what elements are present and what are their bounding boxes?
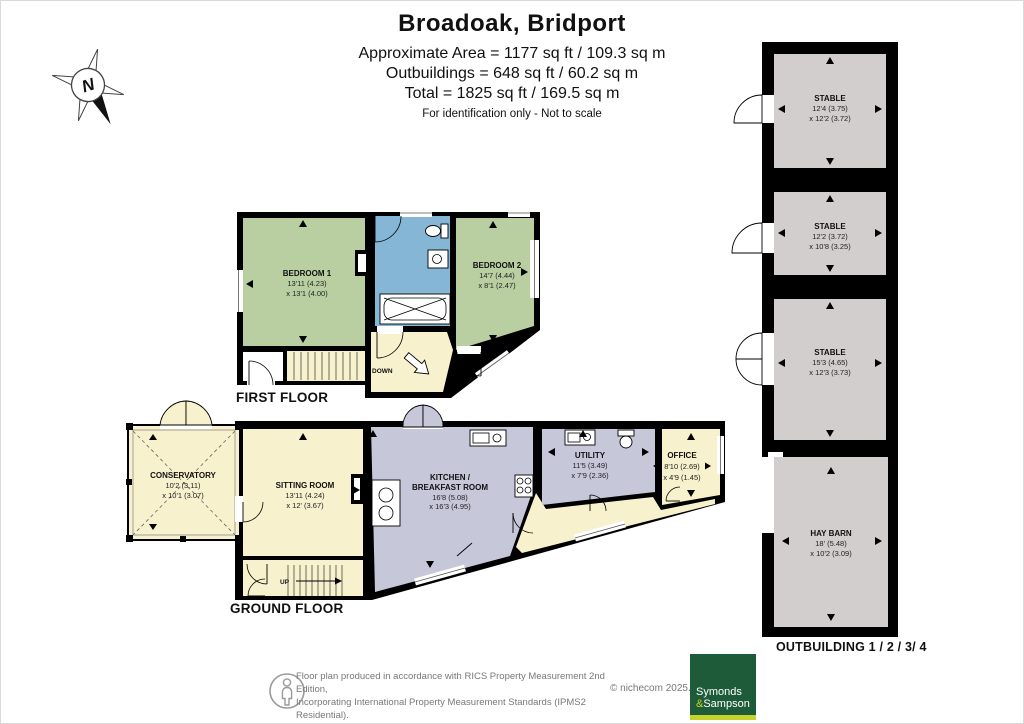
- outbuildings-label: OUTBUILDING 1 / 2 / 3/ 4: [776, 640, 927, 654]
- svg-text:STABLE: STABLE: [814, 222, 846, 231]
- svg-text:x 12'2 (3.72): x 12'2 (3.72): [809, 114, 851, 123]
- office-room: [662, 429, 720, 505]
- logo-line-2: &Sampson: [696, 697, 756, 711]
- svg-text:13'11 (4.23): 13'11 (4.23): [287, 279, 327, 288]
- stairs-up: [287, 565, 343, 596]
- logo-ampersand: &: [696, 697, 704, 710]
- up-label: UP: [280, 579, 290, 586]
- footer-line-2: Incorporating International Property Mea…: [296, 697, 586, 721]
- property-title: Broadoak, Bridport: [398, 10, 626, 37]
- room-label-sitting: SITTING ROOM 13'11 (4.24) x 12' (3.67): [276, 481, 335, 510]
- room-label-office: OFFICE 8'10 (2.69) x 4'9 (1.45): [663, 451, 701, 482]
- ground-hall: [243, 560, 363, 596]
- svg-text:BEDROOM 2: BEDROOM 2: [473, 261, 522, 270]
- room-label-utility: UTILITY 11'5 (3.49) x 7'9 (2.36): [571, 451, 609, 480]
- first-floor-label: FIRST FLOOR: [236, 390, 329, 405]
- first-floor-plan: DOWN BEDROOM 1 13'11 (4.23) x 13'1 (4.00…: [234, 209, 540, 398]
- svg-text:x 16'3 (4.95): x 16'3 (4.95): [429, 502, 471, 511]
- svg-text:STABLE: STABLE: [814, 348, 846, 357]
- svg-text:13'11 (4.24): 13'11 (4.24): [285, 491, 325, 500]
- svg-text:SITTING ROOM: SITTING ROOM: [276, 481, 335, 490]
- corridor: [516, 493, 715, 553]
- kitchen-fixtures: [371, 429, 534, 527]
- svg-text:BEDROOM 1: BEDROOM 1: [283, 269, 332, 278]
- footer-disclaimer: Floor plan produced in accordance with R…: [296, 670, 626, 724]
- approx-area-line: Approximate Area = 1177 sq ft / 109.3 sq…: [358, 45, 666, 62]
- svg-text:x 4'9 (1.45): x 4'9 (1.45): [663, 473, 701, 482]
- stable-1: STABLE 12'4 (3.75) x 12'2 (3.72): [733, 42, 898, 180]
- footer-line-1: Floor plan produced in accordance with R…: [296, 671, 605, 695]
- utility-fixtures: [564, 429, 635, 449]
- conservatory-room: [126, 400, 242, 542]
- disclaimer-note: For identification only - Not to scale: [422, 108, 602, 120]
- svg-text:15'3 (4.65): 15'3 (4.65): [812, 358, 848, 367]
- room-label-conservatory: CONSERVATORY 10'2 (3.11) x 10'1 (3.07): [150, 471, 216, 500]
- svg-text:x 10'1 (3.07): x 10'1 (3.07): [162, 491, 204, 500]
- svg-text:STABLE: STABLE: [814, 94, 846, 103]
- room-label-bedroom1: BEDROOM 1 13'11 (4.23) x 13'1 (4.00): [283, 269, 332, 298]
- ground-wall-arrows: [149, 430, 711, 568]
- kitchen-room: [371, 427, 533, 592]
- logo-accent-bar: [690, 715, 756, 720]
- svg-text:x 8'1 (2.47): x 8'1 (2.47): [478, 281, 516, 290]
- svg-text:14'7 (4.44): 14'7 (4.44): [479, 271, 515, 280]
- hay-barn: HAY BARN 18' (5.48) x 10'2 (3.09): [762, 447, 898, 637]
- outbuildings-area-line: Outbuildings = 648 sq ft / 60.2 sq m: [385, 65, 639, 82]
- outbuildings-plan: STABLE 12'4 (3.75) x 12'2 (3.72) STABLE …: [731, 42, 898, 637]
- svg-text:x 7'9 (2.36): x 7'9 (2.36): [571, 471, 609, 480]
- person-scale-icon: [269, 673, 305, 709]
- stairs-arrow: [403, 352, 430, 375]
- room-label-bedroom2: BEDROOM 2 14'7 (4.44) x 8'1 (2.47): [473, 261, 522, 290]
- doors: [247, 215, 482, 389]
- svg-text:12'2 (3.72): 12'2 (3.72): [812, 232, 848, 241]
- down-label: DOWN: [372, 368, 393, 375]
- svg-text:BREAKFAST ROOM: BREAKFAST ROOM: [412, 483, 488, 492]
- ground-floor-plan: UP: [126, 400, 725, 600]
- wall-arrows: [246, 220, 528, 343]
- symonds-sampson-logo: Symonds &Sampson: [690, 654, 756, 720]
- header: Broadoak, Bridport Approximate Area = 11…: [0, 10, 1024, 120]
- svg-text:x 12'3 (3.73): x 12'3 (3.73): [809, 368, 851, 377]
- svg-text:x 13'1 (4.00): x 13'1 (4.00): [286, 289, 328, 298]
- kitchen-garden-doors: [402, 404, 444, 429]
- bedroom-1-room: [243, 218, 365, 346]
- svg-text:18' (5.48): 18' (5.48): [815, 539, 847, 548]
- svg-text:12'4 (3.75): 12'4 (3.75): [812, 104, 848, 113]
- windows: [234, 209, 539, 379]
- svg-text:KITCHEN /: KITCHEN /: [430, 473, 471, 482]
- svg-text:HAY BARN: HAY BARN: [810, 529, 852, 538]
- svg-text:x 12' (3.67): x 12' (3.67): [286, 501, 324, 510]
- svg-text:8'10 (2.69): 8'10 (2.69): [664, 462, 700, 471]
- stairs-down: [287, 351, 365, 381]
- copyright-text: © nichecom 2025.: [610, 683, 691, 694]
- svg-text:UTILITY: UTILITY: [575, 451, 606, 460]
- svg-text:OFFICE: OFFICE: [667, 451, 697, 460]
- bathroom-fixtures: [379, 223, 451, 325]
- svg-text:16'8 (5.08): 16'8 (5.08): [432, 493, 468, 502]
- bedroom-2-room: [456, 218, 534, 350]
- ground-floor-label: GROUND FLOOR: [230, 601, 344, 616]
- stable-3: STABLE 15'3 (4.65) x 12'3 (3.73): [735, 287, 898, 452]
- svg-text:10'2 (3.11): 10'2 (3.11): [165, 481, 201, 490]
- stable-2: STABLE 12'2 (3.72) x 10'8 (3.25): [731, 180, 898, 287]
- svg-text:x 10'8 (3.25): x 10'8 (3.25): [809, 242, 851, 251]
- total-area-line: Total = 1825 sq ft / 169.5 sq m: [404, 85, 620, 102]
- sitting-room: [243, 429, 363, 556]
- compass-rose-icon: N: [52, 49, 124, 125]
- room-label-kitchen: KITCHEN / BREAKFAST ROOM 16'8 (5.08) x 1…: [412, 473, 488, 511]
- svg-text:x 10'2 (3.09): x 10'2 (3.09): [810, 549, 852, 558]
- ground-windows: [414, 436, 724, 586]
- svg-text:CONSERVATORY: CONSERVATORY: [150, 471, 216, 480]
- void-area: [243, 352, 283, 381]
- logo-line-1: Symonds: [696, 686, 742, 698]
- svg-text:11'5 (3.49): 11'5 (3.49): [572, 461, 608, 470]
- logo-sampson: Sampson: [703, 697, 750, 710]
- ground-doors: [235, 486, 681, 597]
